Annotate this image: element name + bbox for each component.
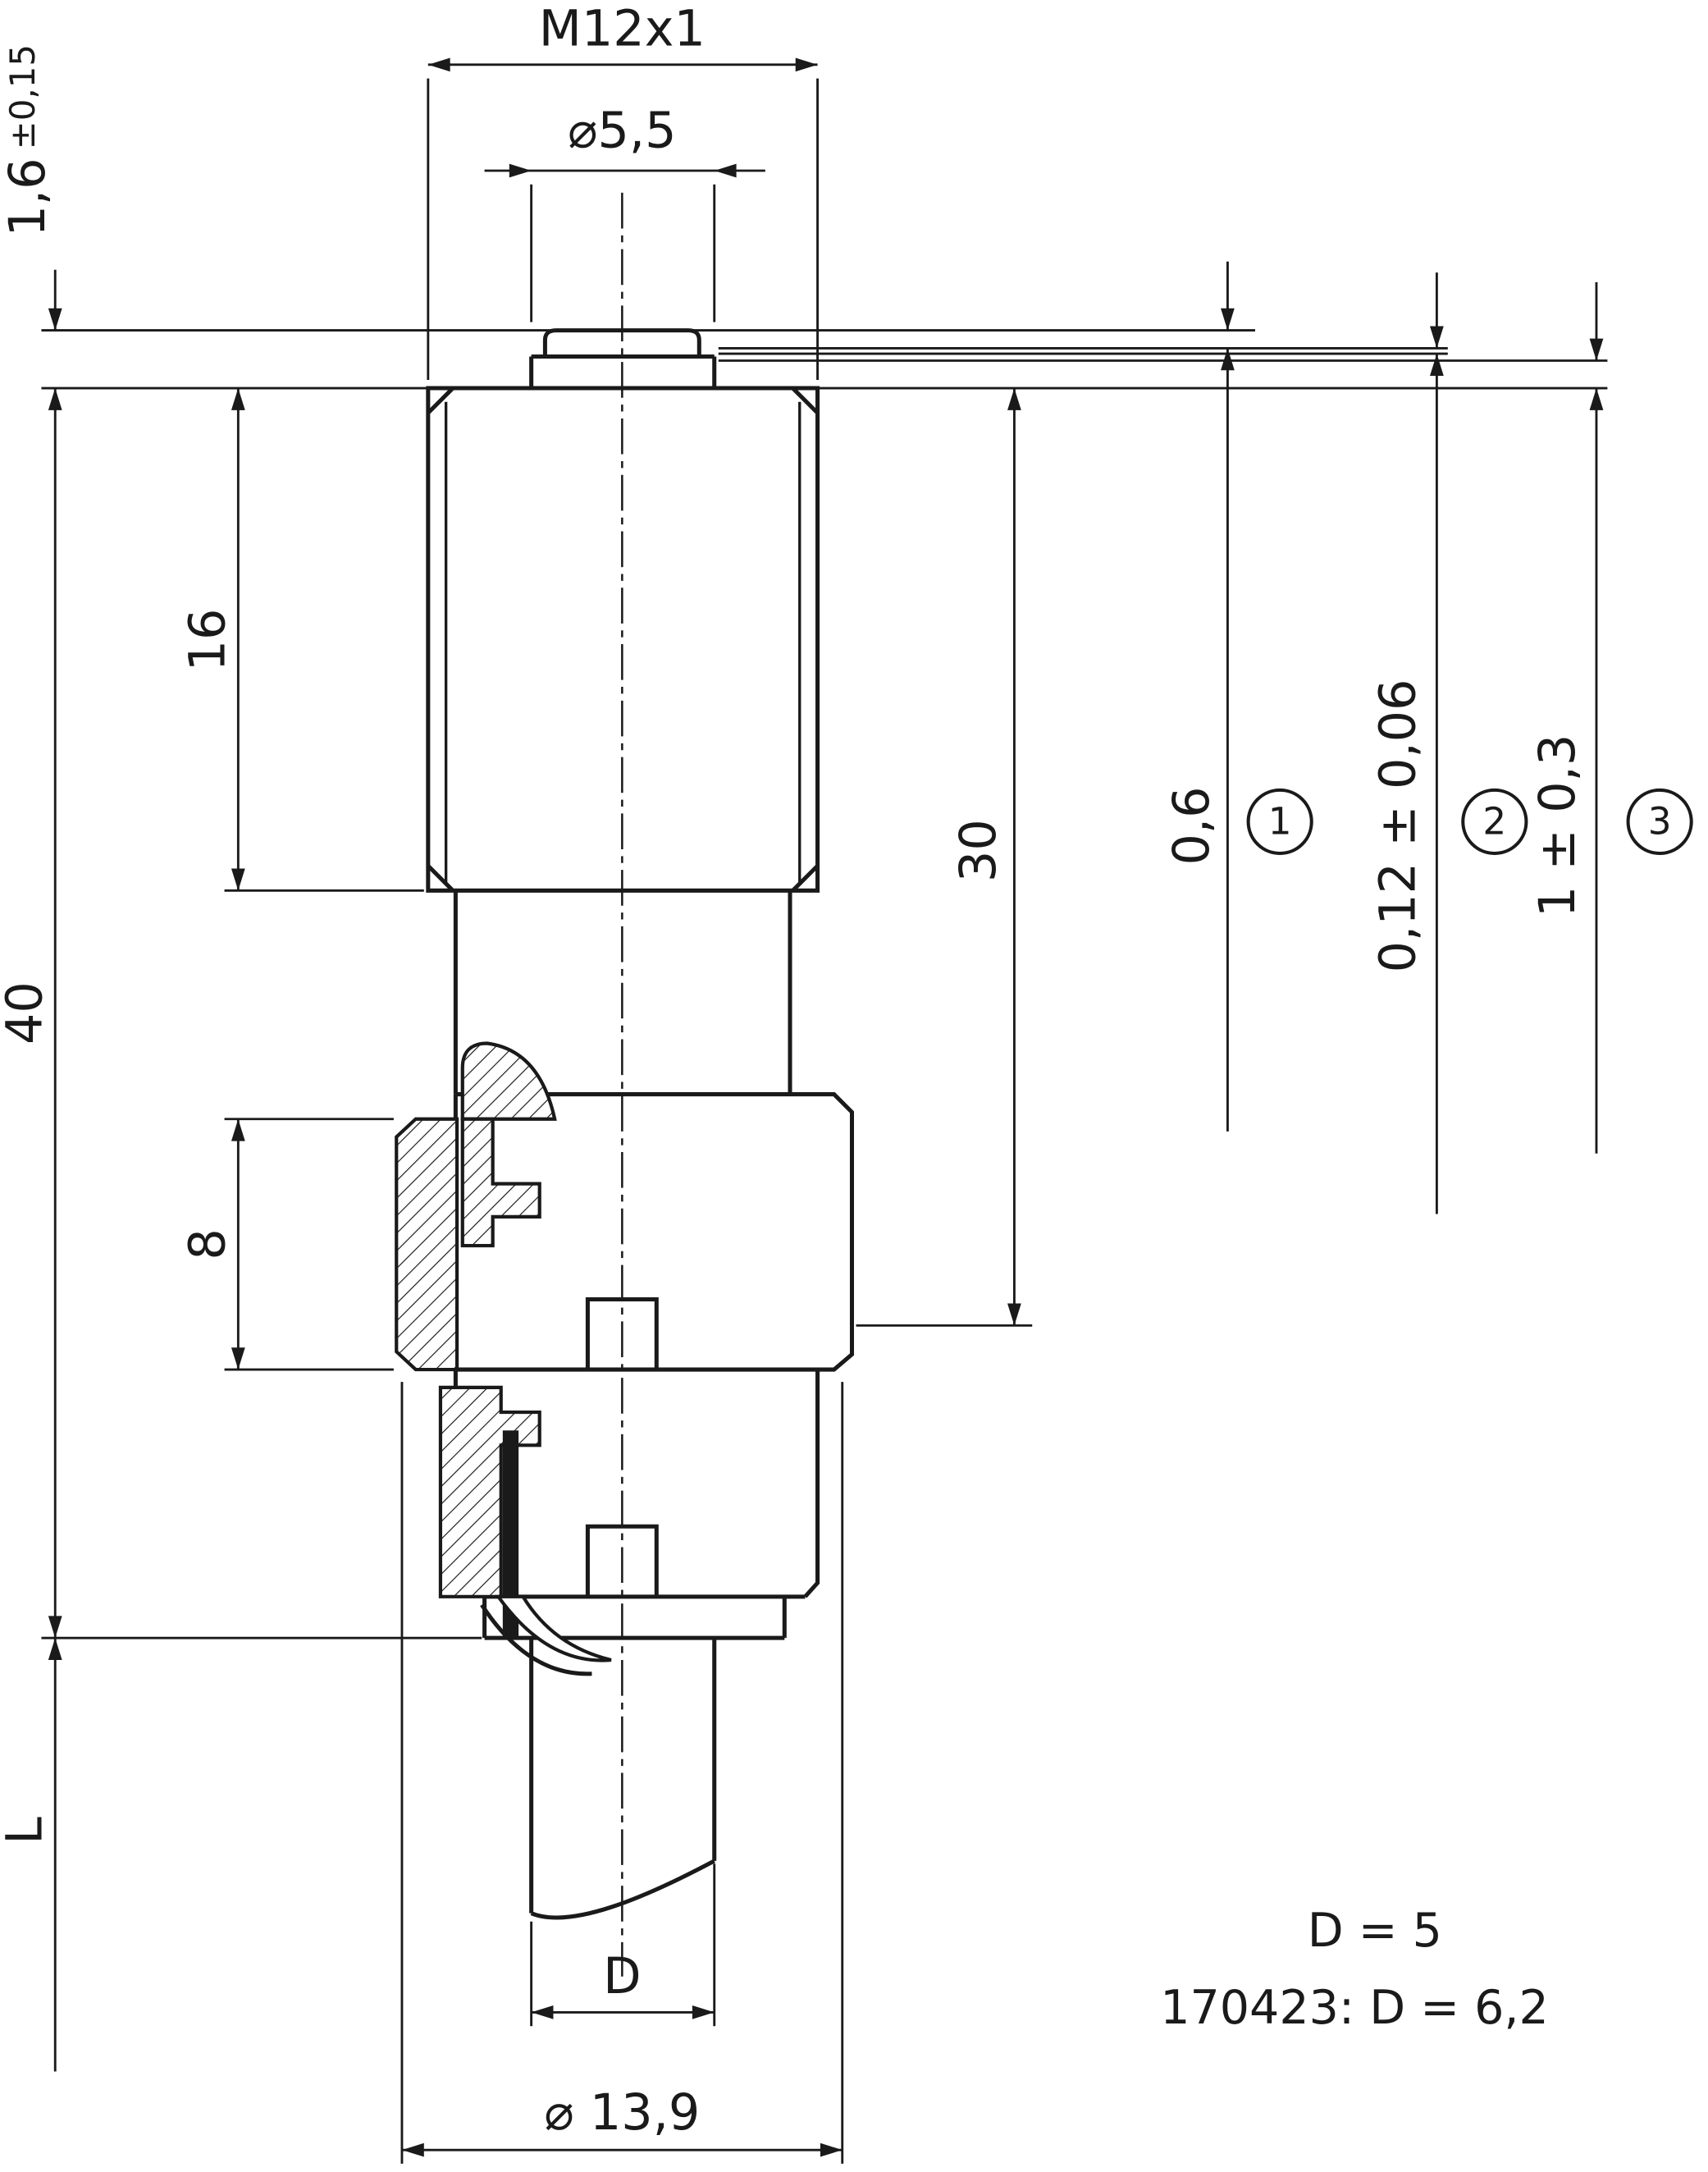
dim-cap-height: 1,6±0,15	[0, 44, 62, 331]
arrowhead	[48, 1616, 62, 1639]
dim-gap-2-label: 0,12 ± 0,06	[1370, 679, 1427, 973]
dim-cap-height-label: 1,6±0,15	[0, 44, 57, 237]
arrowhead	[1007, 1303, 1021, 1326]
arrowhead	[48, 1638, 62, 1660]
neck-outline	[453, 890, 792, 1095]
arrowhead	[1589, 388, 1604, 410]
clamp-lever-section	[460, 1041, 557, 1121]
cable-outline	[529, 1638, 717, 1920]
clamp-section	[395, 1041, 612, 1676]
dim-body-length: 30	[856, 388, 1033, 1327]
arrowhead	[509, 163, 532, 178]
dim-thread: M12x1	[427, 0, 819, 380]
arrowhead	[401, 2142, 424, 2157]
dim-overall-length-label: 40	[0, 981, 53, 1045]
arrowhead	[1430, 326, 1444, 349]
clamp-strip-section	[460, 1117, 541, 1248]
dim-clamp-width: 8	[180, 1118, 394, 1371]
arrowhead	[427, 57, 450, 72]
dim-gap-1: 0,6 1	[1163, 261, 1313, 1132]
connector-cap-outline	[529, 328, 717, 389]
dim-tip-diameter-label: ⌀5,5	[568, 102, 676, 159]
callout-3-number: 3	[1648, 800, 1672, 844]
arrowhead	[795, 57, 818, 72]
arrowhead	[48, 308, 62, 331]
clamp-lower-section	[438, 1385, 541, 1598]
clamp-lever-open	[495, 1594, 612, 1662]
dim-tip-diameter: ⌀5,5	[484, 102, 765, 322]
dim-gap-3: 1 ± 0,3 3	[1529, 281, 1693, 1154]
arrowhead	[531, 2005, 554, 2019]
notes: D = 5 170423: D = 6,2	[1160, 1904, 1549, 2035]
callout-1-circle	[1246, 788, 1313, 856]
arrowhead	[231, 1347, 245, 1370]
note-variant-default: D = 5	[1308, 1904, 1442, 1958]
arrowhead	[1430, 354, 1444, 376]
clamp-gasket	[502, 1430, 519, 1637]
arrowhead	[692, 2005, 715, 2019]
callout-2-number: 2	[1482, 800, 1506, 844]
dim-cable-diameter: D	[530, 1863, 716, 2027]
dim-gap-1-label: 0,6	[1163, 786, 1221, 865]
callout-2-circle	[1461, 788, 1528, 856]
nut-body-outline	[453, 1092, 854, 1372]
thread-body-outline	[426, 386, 820, 893]
arrowhead	[1221, 348, 1235, 371]
dim-thread-length: 16	[180, 388, 424, 892]
dim-gap-2: 0,12 ± 0,06 2	[1370, 272, 1528, 1214]
arrowhead	[231, 868, 245, 891]
arrowhead	[231, 388, 245, 410]
clamp-jaw-section	[395, 1117, 459, 1372]
dim-thread-length-label: 16	[180, 609, 237, 672]
arrowhead	[1589, 338, 1604, 361]
dim-flange-diameter-label: ⌀ 13,9	[544, 2084, 700, 2142]
arrowhead	[231, 1118, 245, 1141]
arrowhead	[48, 388, 62, 410]
arrowhead	[1007, 388, 1021, 410]
dim-clamp-width-label: 8	[180, 1228, 237, 1260]
arrowhead	[714, 163, 737, 178]
dim-gap-3-label: 1 ± 0,3	[1529, 734, 1587, 917]
dim-free-length: L	[0, 1638, 62, 2072]
arrowhead	[1221, 308, 1235, 331]
dim-thread-label: M12x1	[539, 0, 706, 57]
flange-outline	[482, 1596, 787, 1640]
callout-3-circle	[1626, 788, 1693, 856]
thread-root-lines	[444, 401, 801, 885]
dim-free-length-label: L	[0, 1817, 53, 1845]
reference-lines	[41, 329, 1608, 390]
dim-flange-diameter: ⌀ 13,9	[400, 1382, 844, 2164]
callout-1-number: 1	[1268, 800, 1292, 844]
arrowhead	[820, 2142, 843, 2157]
dim-body-length-label: 30	[950, 819, 1007, 882]
dim-cable-diameter-label: D	[603, 1948, 642, 2005]
clamp-lever-arc	[480, 1603, 592, 1676]
dim-overall-length: 40	[0, 388, 482, 1639]
note-variant-170423: 170423: D = 6,2	[1160, 1981, 1549, 2035]
